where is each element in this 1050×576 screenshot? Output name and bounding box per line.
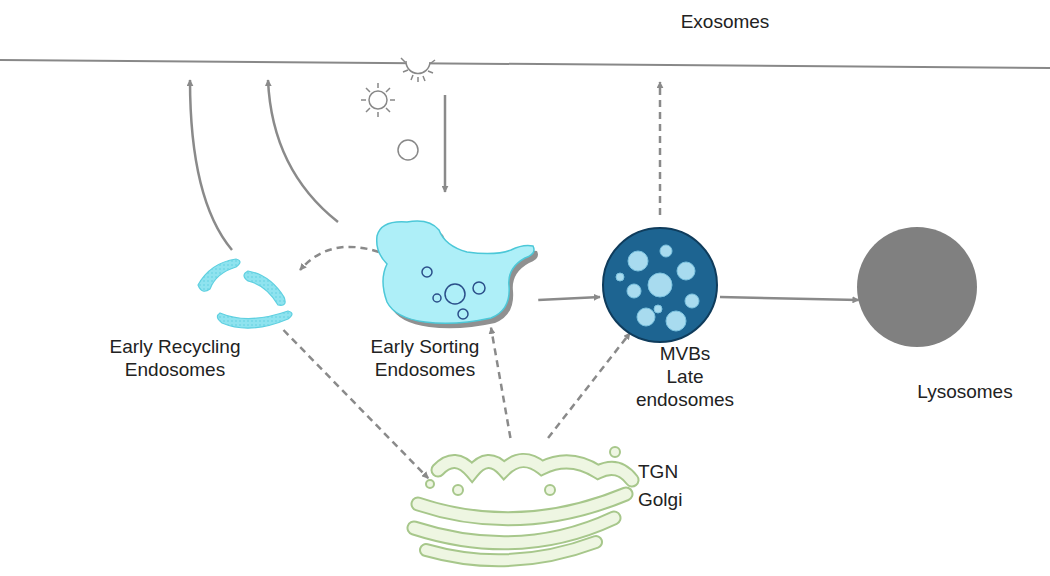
organelle-label: Lysosomes: [900, 380, 1030, 403]
mvb-shape: [600, 225, 720, 345]
recycling-arrow: [268, 80, 338, 222]
organelle-node: Early Recycling Endosomes: [95, 230, 305, 390]
coated-pit: [401, 58, 435, 82]
lysosome-shape: [855, 225, 980, 350]
organelle-node: Early Sorting Endosomes: [340, 205, 550, 390]
recycling-arrow: [190, 80, 232, 250]
dashed-transport-arrow: [548, 333, 630, 438]
transport-arrow: [538, 297, 600, 300]
organelle-label: TGN: [638, 460, 694, 483]
plasma-membrane: [0, 60, 1050, 68]
endocytosis-arrow: [444, 95, 447, 192]
sorting-endosome-shape: [365, 210, 540, 330]
organelle-node: TGN Golgi: [400, 438, 700, 572]
exosome-release-arrow: [659, 82, 662, 215]
transport-arrow: [720, 297, 859, 300]
vesicle: [398, 140, 418, 160]
organelle-label: MVBs: [615, 342, 755, 365]
organelle-label: Golgi: [638, 488, 694, 511]
organelle-node: MVBsLate endosomes: [590, 220, 760, 395]
golgi-shape: [400, 438, 635, 572]
organelle-label: Early Sorting Endosomes: [345, 335, 505, 381]
organelle-node: Lysosomes: [850, 225, 1040, 410]
organelle-label: Late endosomes: [615, 365, 755, 411]
organelle-label: Early Recycling Endosomes: [95, 335, 255, 381]
exosomes-label: Exosomes: [660, 10, 790, 33]
dashed-transport-arrow: [491, 328, 510, 438]
coated-vesicle: [361, 83, 395, 117]
dashed-transport-arrow: [300, 247, 379, 270]
recycling-endosome-shape: [190, 255, 300, 330]
